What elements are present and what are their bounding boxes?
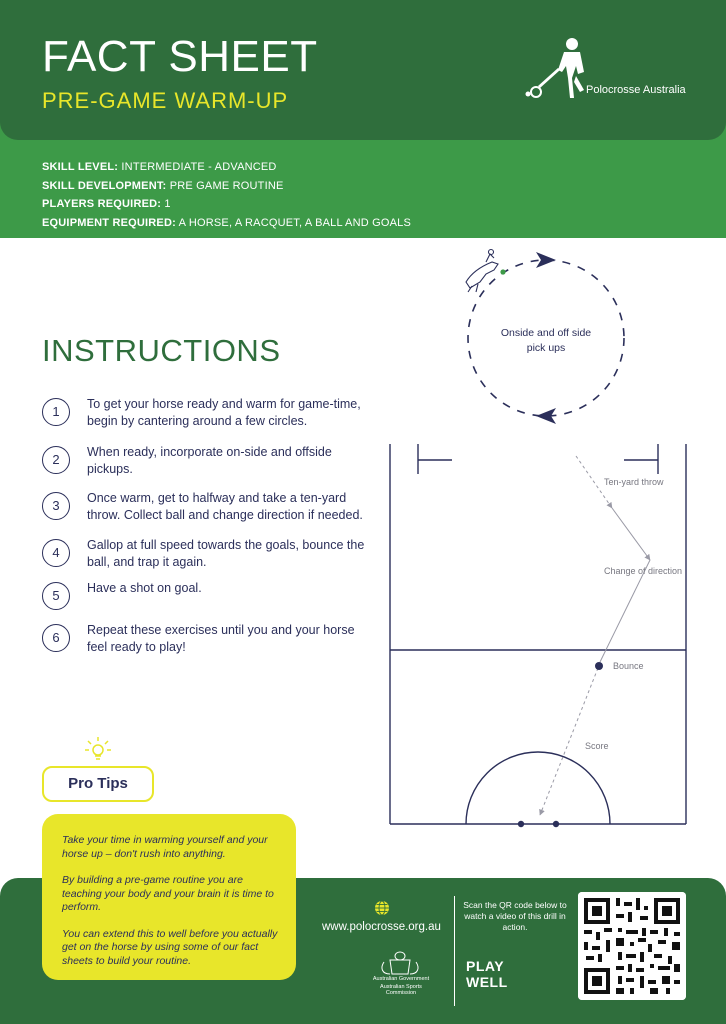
lightbulb-icon (85, 737, 111, 760)
step-text: When ready, incorporate on-side and offs… (87, 445, 332, 476)
gov-agency: Australian Sports Commission (380, 984, 422, 996)
qr-instruction-text: Scan the QR code below to watch a video … (463, 900, 567, 932)
step-number: 3 (42, 492, 70, 520)
globe-icon (375, 900, 389, 916)
drill-path (539, 455, 651, 816)
bounce-label: Bounce (613, 661, 644, 671)
score-label: Score (585, 741, 609, 751)
step-number: 5 (42, 582, 70, 610)
step-text: Gallop at full speed towards the goals, … (87, 538, 365, 569)
pro-tips-label: Pro Tips (68, 775, 128, 792)
instructions-heading: INSTRUCTIONS (42, 333, 281, 368)
website-link[interactable]: www.polocrosse.org.au (322, 921, 441, 933)
logo-text: Polocrosse Australia (586, 84, 686, 96)
pro-tips-label-box: Pro Tips (42, 766, 154, 802)
meta-skill-development: SKILL DEVELOPMENT: PRE GAME ROUTINE (42, 179, 284, 192)
circle-label-line2: pick ups (527, 342, 566, 354)
step-number: 1 (42, 398, 70, 426)
step-number: 4 (42, 539, 70, 567)
page-title: FACT SHEET (42, 32, 318, 81)
step-text: Once warm, get to halfway and take a ten… (87, 491, 363, 522)
goal-post-right (552, 820, 560, 828)
horse-rider-icon (465, 248, 499, 293)
step-number: 2 (42, 446, 70, 474)
step-text: Repeat these exercises until you and you… (87, 623, 355, 654)
footer-divider (454, 896, 455, 1006)
ball-marker (500, 269, 506, 275)
bounce-marker (595, 662, 603, 670)
goal-post-left (517, 820, 525, 828)
step-number: 6 (42, 624, 70, 652)
gov-name: Australian Government (372, 976, 430, 982)
circle-arrow-bottom-icon (536, 408, 556, 424)
field-outline (389, 444, 687, 825)
pro-tips-box: Take your time in warming yourself and y… (42, 814, 296, 980)
government-crest-icon (381, 951, 419, 975)
meta-equipment-required: EQUIPMENT REQUIRED: A HORSE, A RACQUET, … (42, 216, 412, 229)
page-subtitle: PRE-GAME WARM-UP (42, 88, 289, 113)
header-band: FACT SHEET PRE-GAME WARM-UP Polocrosse A… (0, 0, 726, 140)
polocrosse-player-logo-icon (525, 38, 584, 98)
throw-label: Ten-yard throw (604, 477, 664, 487)
play-well-logo-line2: WELL (466, 974, 508, 990)
circle-path (467, 259, 625, 417)
pro-tip-paragraph: By building a pre-game routine you are t… (62, 874, 274, 913)
step-text: Have a shot on goal. (87, 581, 202, 595)
direction-label: Change of direction (604, 566, 682, 576)
meta-skill-level: SKILL LEVEL: INTERMEDIATE - ADVANCED (42, 161, 277, 173)
warm-up-field-diagram: Onside and off side pick ups Ten-yard th… (389, 248, 687, 828)
circle-arrow-top-icon (536, 252, 556, 268)
meta-players-required: PLAYERS REQUIRED: 1 (42, 198, 171, 210)
circle-label-line1: Onside and off side (501, 327, 591, 339)
play-well-logo-line1: PLAY (466, 958, 505, 974)
qr-code-icon[interactable] (578, 892, 686, 1000)
pro-tip-paragraph: You can extend this to well before you a… (62, 927, 278, 967)
step-text: To get your horse ready and warm for gam… (87, 397, 361, 428)
pro-tip-paragraph: Take your time in warming yourself and y… (62, 834, 268, 860)
